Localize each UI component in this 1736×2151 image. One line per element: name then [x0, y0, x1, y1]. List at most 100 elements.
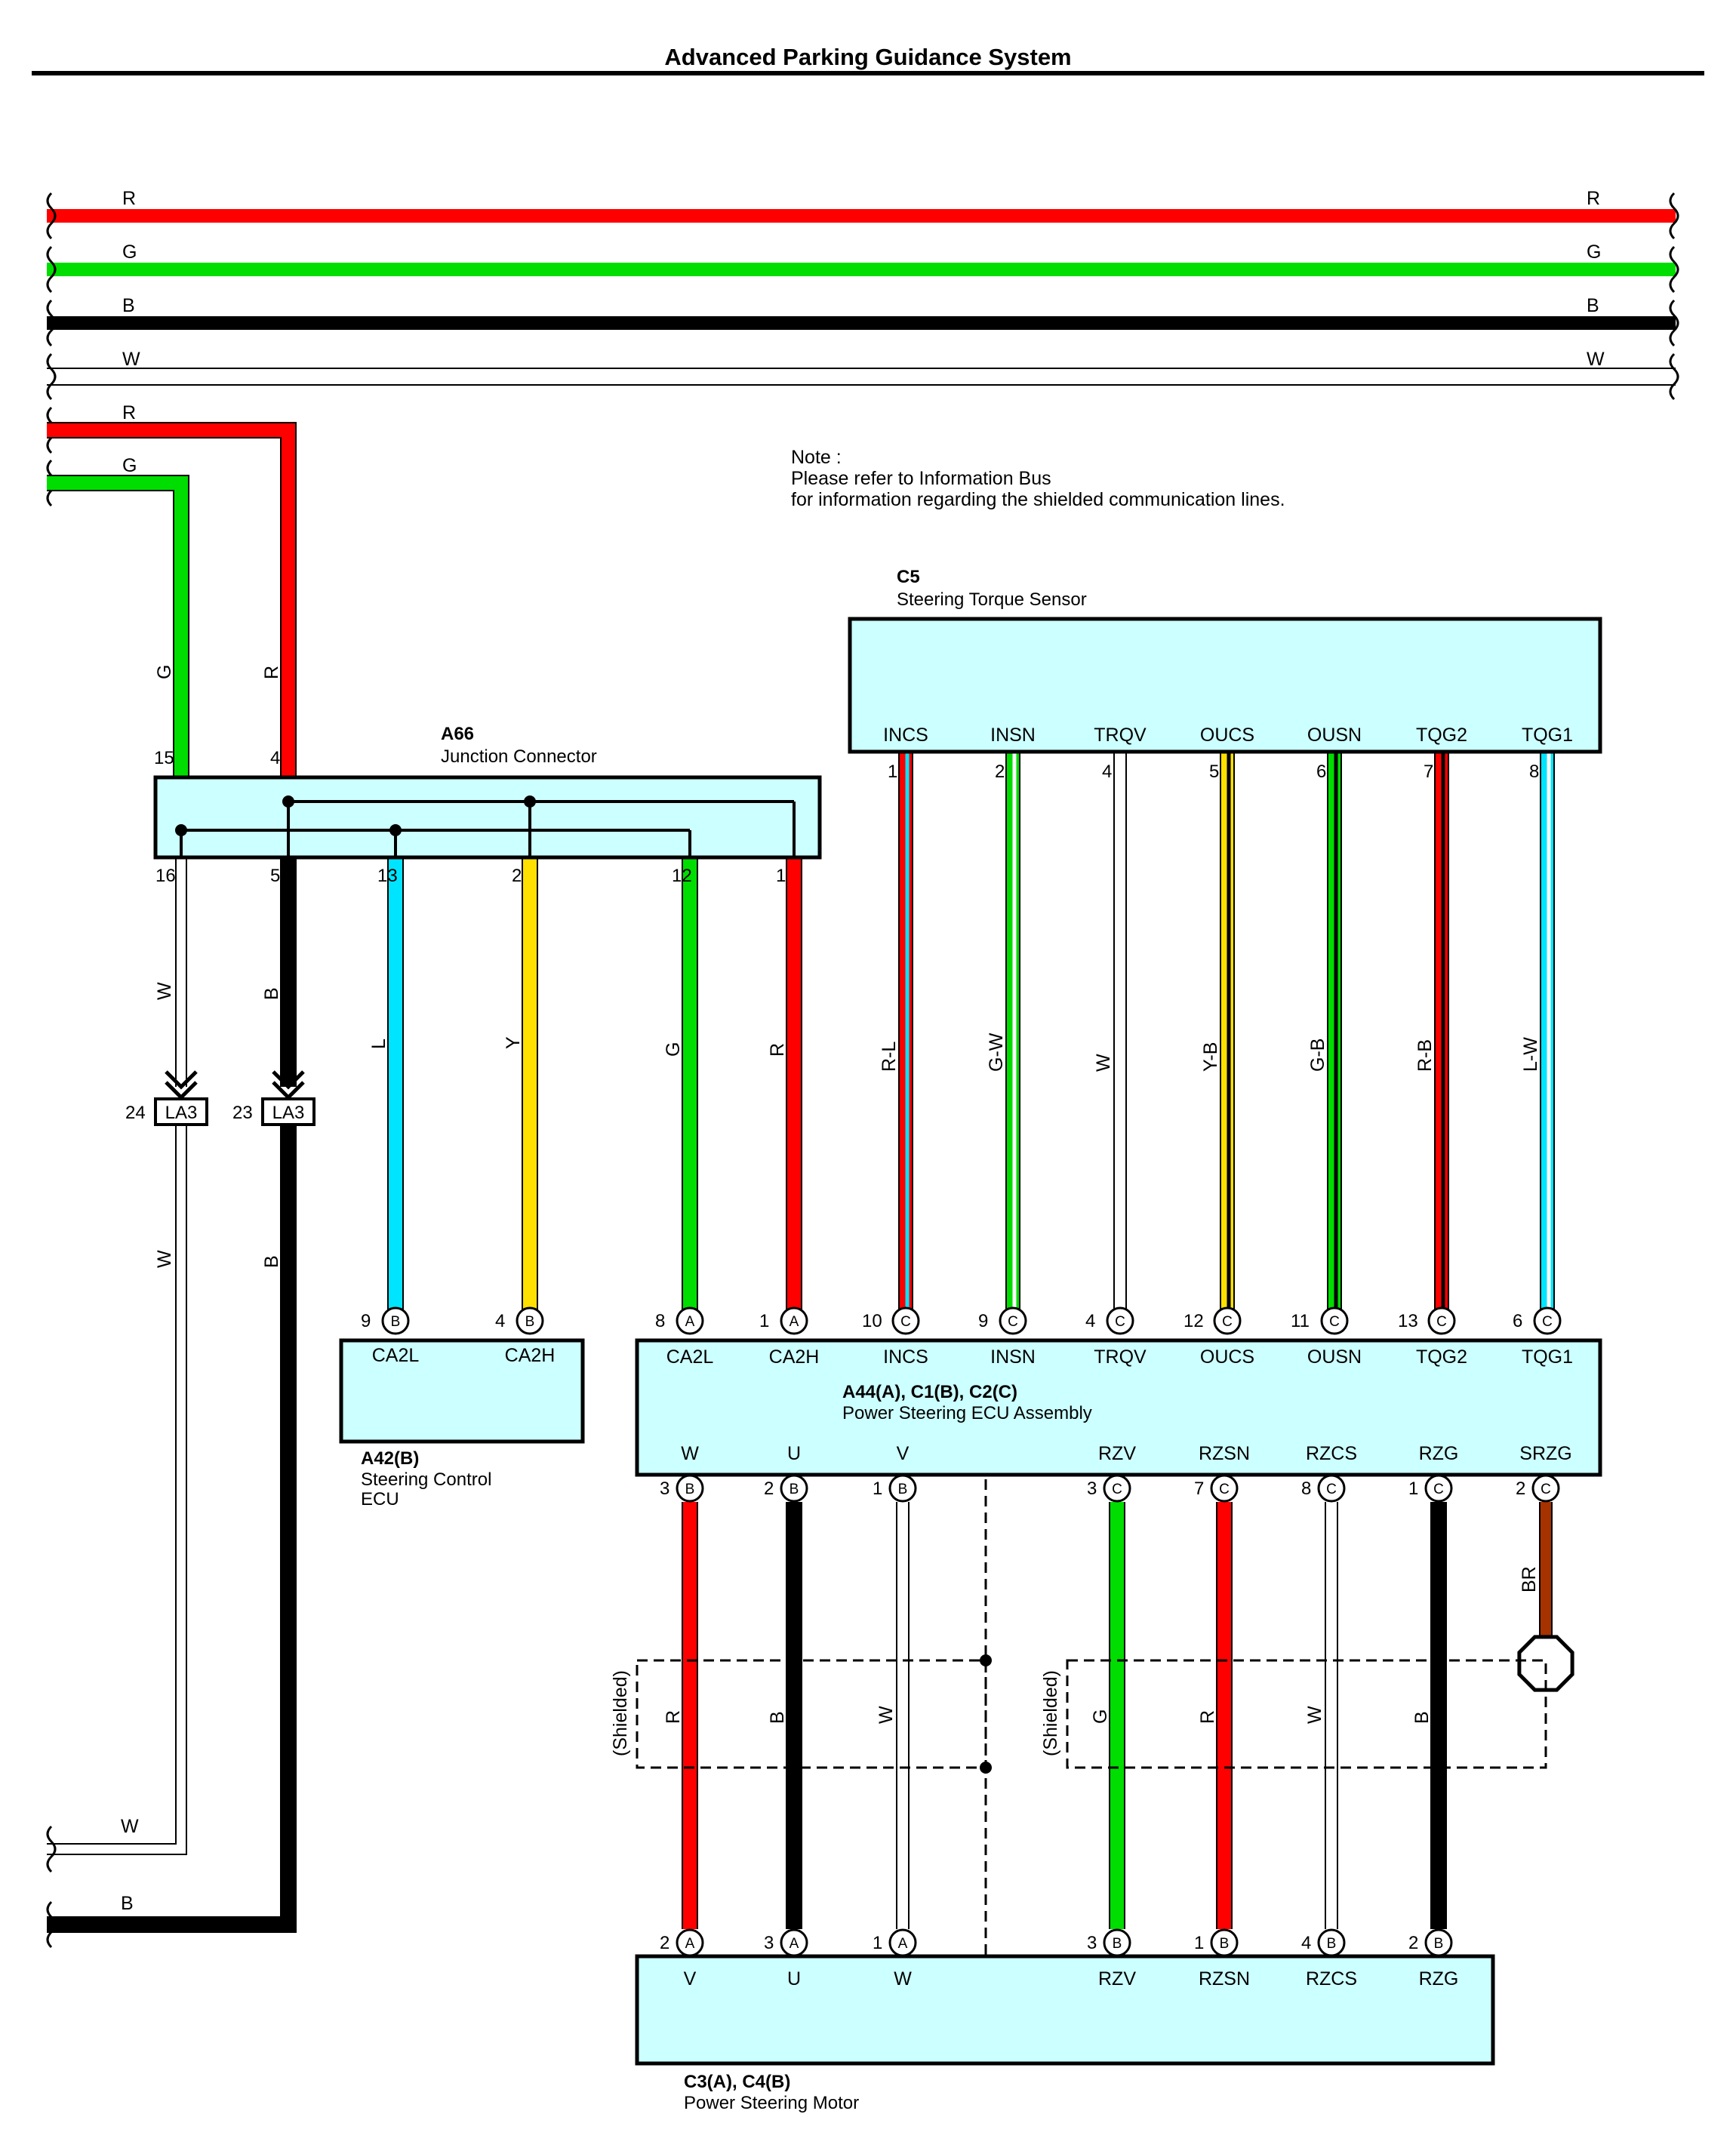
- motor-wire-label-0: R: [663, 1710, 684, 1724]
- motor-pin-num-3: 3: [1087, 1933, 1097, 1953]
- sce-wire-label-1: Y: [503, 1036, 524, 1049]
- ps-ecu-bottom-pin-num-1: 2: [764, 1479, 774, 1499]
- bus-break-right-0: [1669, 192, 1679, 240]
- return-w-lower-label: W: [154, 1250, 175, 1268]
- ps-ecu-top-pin-tqg1-letter: C: [1542, 1314, 1553, 1330]
- la3-connector-box-1: [261, 1097, 315, 1126]
- steering-control-ecu-name-0: Steering Control: [361, 1469, 491, 1490]
- note-line-1: Please refer to Information Bus: [791, 468, 1051, 489]
- return-end-label-w: W: [121, 1816, 139, 1837]
- ps-ecu-top-pin-ca2h-letter: A: [790, 1314, 799, 1330]
- motor-pin-rzg-circle: [1424, 1928, 1453, 1957]
- ps-ecu-bottom-term-v: V: [897, 1443, 910, 1464]
- junction-connector-name: Junction Connector: [441, 746, 597, 767]
- junction-connector-box: [153, 775, 822, 860]
- ps-ecu-top-pin-oucs-circle: [1213, 1306, 1242, 1335]
- jc-bottom-pin-1: 1: [776, 866, 786, 886]
- ps-ecu-bottom-pin-num-2: 1: [873, 1479, 882, 1499]
- torque-sensor-pin-8: 8: [1529, 762, 1539, 782]
- ps-ecu-bottom-pin-1-letter: B: [790, 1482, 799, 1497]
- ps-ecu-top-pin-ousn-letter: C: [1329, 1314, 1340, 1330]
- torque-wire-ousn: [1327, 752, 1342, 1319]
- torque-wire-tqg1: [1540, 752, 1555, 1319]
- sce-pin-num-4: 4: [495, 1311, 505, 1331]
- sce-term-ca2l: CA2L: [372, 1345, 420, 1366]
- la3-pin-24: 24: [125, 1103, 146, 1123]
- motor-pin-rzcs-letter: B: [1327, 1936, 1337, 1952]
- feed-wire-r-core: [47, 423, 295, 777]
- shield-splice-dot-1: [980, 1762, 992, 1774]
- ps-ecu-bottom-pin-0-letter: B: [685, 1482, 695, 1497]
- ps-ecu-bottom-term-rzsn: RZSN: [1199, 1443, 1250, 1464]
- ps-ecu-bottom-pin-num-5: 8: [1301, 1479, 1311, 1499]
- bus-label-left-1: G: [122, 242, 137, 263]
- torque-wire-tqg2: [1434, 752, 1449, 1319]
- torque-sensor-pin-6: 6: [1316, 762, 1326, 782]
- sce-wire-label-0: L: [368, 1039, 389, 1049]
- torque-wire-label-1: G-W: [986, 1032, 1007, 1072]
- ps-ecu-name: Power Steering ECU Assembly: [842, 1403, 1092, 1423]
- ps-ecu-bottom-pin-7-letter: C: [1541, 1482, 1551, 1497]
- motor-wire-label-3: G: [1090, 1709, 1111, 1724]
- feed-wire-g-outline: [47, 475, 189, 777]
- ps-ecu-top-pin-ca2l-letter: A: [685, 1314, 695, 1330]
- motor-pin-rzcs-circle: [1317, 1928, 1346, 1957]
- bus-break-right-3: [1669, 352, 1679, 401]
- ps-ecu-box: [635, 1338, 1602, 1477]
- ps-ecu-top-pin-num-0: 8: [655, 1311, 665, 1331]
- motor-pin-u-circle: [780, 1928, 808, 1957]
- jc-bottom-pin-12: 12: [672, 866, 692, 886]
- bus-break-right-1: [1669, 245, 1679, 294]
- torque-sensor-code: C5: [897, 567, 920, 587]
- ps-ecu-top-pin-num-2: 10: [862, 1311, 882, 1331]
- ps-ecu-bottom-pin-2-circle: [888, 1474, 917, 1503]
- ps-ecu-bottom-pin-num-0: 3: [660, 1479, 669, 1499]
- torque-sensor-name: Steering Torque Sensor: [897, 589, 1087, 610]
- ps-ecu-code: A44(A), C1(B), C2(C): [842, 1382, 1017, 1402]
- torque-sensor-term-insn: INSN: [990, 725, 1036, 746]
- bus-break-left-0: [46, 192, 57, 240]
- motor-pin-v-circle: [676, 1928, 704, 1957]
- ps-ecu-bottom-term-rzv: RZV: [1098, 1443, 1136, 1464]
- note-line-0: Note :: [791, 447, 842, 468]
- sce-pin-num-9: 9: [361, 1311, 371, 1331]
- jc-splice-dot-2: [175, 824, 187, 836]
- ps-ecu-top-pin-oucs-letter: C: [1222, 1314, 1233, 1330]
- ps-ecu-bottom-term-u: U: [787, 1443, 801, 1464]
- torque-wire-label-6: L-W: [1520, 1037, 1541, 1072]
- junction-connector-code: A66: [441, 724, 474, 744]
- return-b-label: B: [261, 987, 282, 1000]
- ps-ecu-bottom-pin-6-circle: [1424, 1474, 1453, 1503]
- torque-wire-insn: [1005, 752, 1020, 1319]
- feed-label-g: G: [122, 455, 137, 476]
- ps-ecu-bottom-term-rzg: RZG: [1419, 1443, 1459, 1464]
- ps-ecu-top-pin-num-3: 9: [978, 1311, 988, 1331]
- ps-motor-code: C3(A), C4(B): [684, 2072, 790, 2092]
- ps-ecu-top-pin-trqv-circle: [1106, 1306, 1134, 1335]
- torque-sensor-pin-4: 4: [1102, 762, 1112, 782]
- feed-vlabel-r: R: [261, 666, 282, 679]
- ps-ecu-top-pin-insn-letter: C: [1008, 1314, 1018, 1330]
- bus-lines: [46, 192, 1679, 1949]
- motor-term-w: W: [894, 1968, 912, 1989]
- return-w-label: W: [154, 982, 175, 1000]
- motor-pin-num-6: 2: [1408, 1933, 1418, 1953]
- torque-sensor-pin-7: 7: [1424, 762, 1433, 782]
- bus-label-left-3: W: [122, 349, 140, 370]
- la3-chevron-a-0: [165, 1070, 198, 1090]
- ps-ecu-top-term-3: INSN: [990, 1346, 1036, 1368]
- jc-splice-dot-3: [389, 824, 402, 836]
- return-b-lower-core: [47, 1125, 295, 1931]
- torque-sensor-pin-5: 5: [1209, 762, 1219, 782]
- shield-drain-label: BR: [1519, 1566, 1540, 1592]
- steering-control-ecu-box: [339, 1338, 585, 1444]
- ps-ecu-top-term-1: CA2H: [769, 1346, 820, 1368]
- torque-wire-label-3: Y-B: [1200, 1042, 1221, 1072]
- motor-pin-v-letter: A: [685, 1936, 695, 1952]
- wires: [47, 422, 1555, 1933]
- ps-motor-name: Power Steering Motor: [684, 2093, 859, 2113]
- motor-pin-num-0: 2: [660, 1933, 669, 1953]
- bus-label-right-1: G: [1587, 242, 1601, 263]
- ps-ecu-top-pin-ca2h-circle: [780, 1306, 808, 1335]
